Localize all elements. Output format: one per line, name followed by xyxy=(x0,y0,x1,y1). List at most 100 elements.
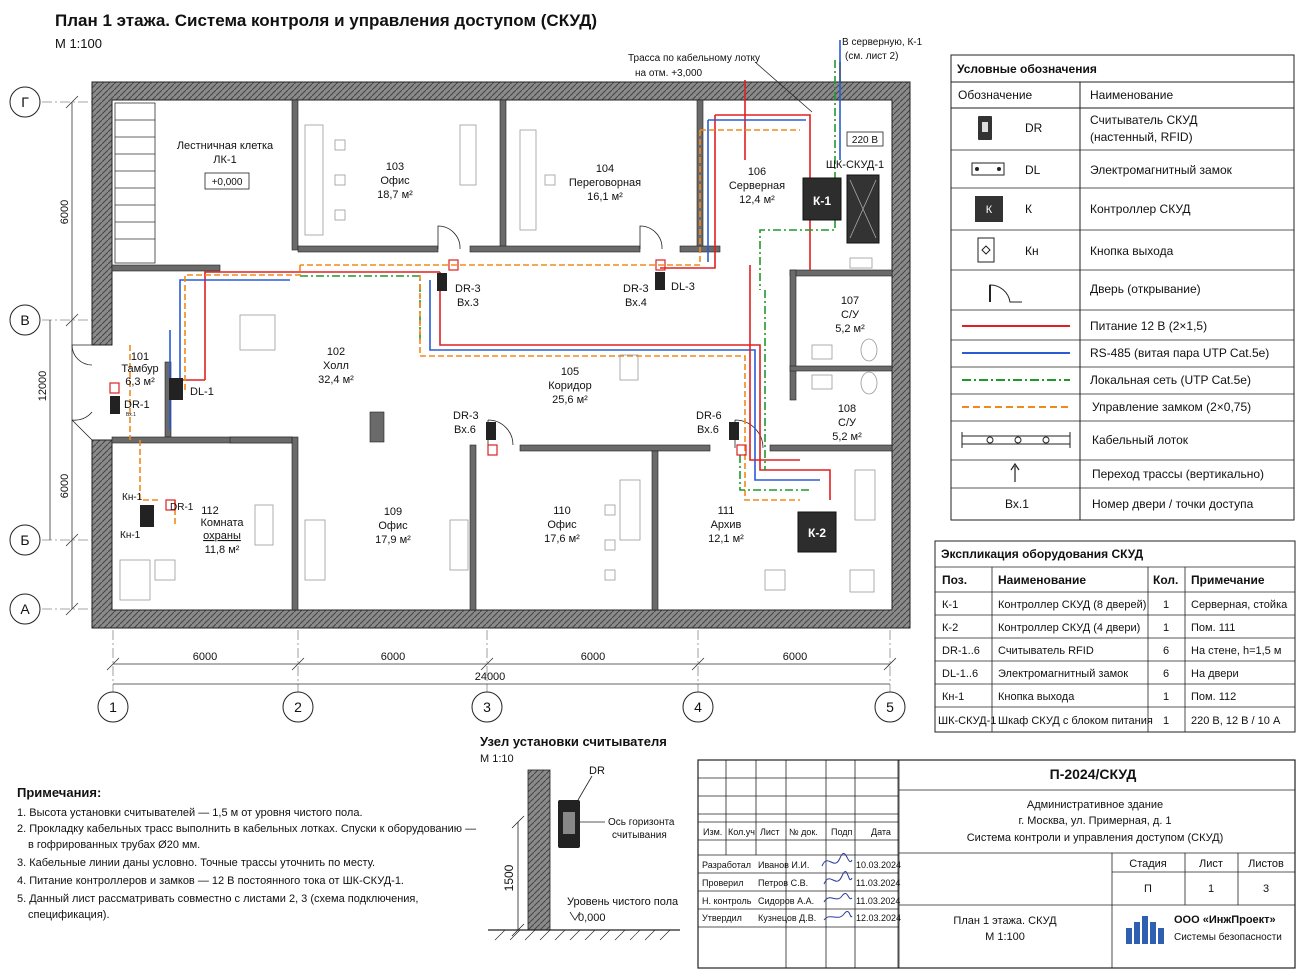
equipment-title: Экспликация оборудования СКУД xyxy=(941,547,1144,561)
axis-label-3: 3 xyxy=(483,699,491,715)
room-104-area: 16,1 м² xyxy=(587,191,623,203)
axis-label-4: 4 xyxy=(694,699,702,715)
legend-name-lockctl: Управление замком (2×0,75) xyxy=(1092,400,1251,414)
cable-tray-icon xyxy=(961,432,1071,448)
eq-r1-pos: К-1 xyxy=(942,599,958,611)
tb-obj1: Административное здание xyxy=(1027,799,1163,811)
tb-col-date: Дата xyxy=(871,827,891,837)
page-scale: М 1:100 xyxy=(55,36,102,51)
legend-name-reader-1: Считыватель СКУД xyxy=(1090,113,1197,127)
label-dl3: DL-3 xyxy=(671,281,695,293)
room-111-area: 12,1 м² xyxy=(708,533,744,545)
detail-height: 1500 xyxy=(502,864,516,891)
room-104-num: 104 xyxy=(596,163,614,175)
tb-obj2: г. Москва, ул. Примерная, д. 1 xyxy=(1018,815,1171,827)
room-108-name: С/У xyxy=(838,417,857,429)
room-109-name: Офис xyxy=(378,520,408,532)
lock-icon xyxy=(971,162,1005,176)
eq-r4-qty: 6 xyxy=(1163,668,1169,680)
vertical-transition-icon xyxy=(1010,462,1020,482)
room-110-num: 110 xyxy=(553,505,571,517)
axis-row-bubbles: Г В Б А xyxy=(9,86,41,625)
equipment-table: Экспликация оборудования СКУД Поз. Наиме… xyxy=(934,540,1296,733)
label-dr3b: DR-3 xyxy=(623,283,649,295)
eq-r2-note: Пом. 111 xyxy=(1191,622,1235,634)
legend-name-lock: Электромагнитный замок xyxy=(1090,163,1233,177)
room-105-name: Коридор xyxy=(548,380,591,392)
room-112-name: Комната xyxy=(200,517,244,529)
tb-col-list: Лист xyxy=(760,827,780,837)
legend-title: Условные обозначения xyxy=(957,62,1097,76)
tb-person-1: Иванов И.И. xyxy=(758,860,809,870)
eq-r3-pos: DR-1..6 xyxy=(942,645,980,657)
detail-floor: Уровень чистого пола xyxy=(567,896,679,908)
callout-tray-1: Трасса по кабельному лотку xyxy=(628,52,760,64)
tb-col-sign: Подп xyxy=(831,827,853,837)
detail-axis-1: Ось горизонта xyxy=(608,817,675,828)
legend-name-rs485: RS-485 (витая пара UTP Cat.5e) xyxy=(1090,346,1269,360)
outer-walls xyxy=(91,81,911,629)
dim-bottom-2: 6000 xyxy=(381,651,405,663)
note-5: 5. Данный лист рассматривать совместно с… xyxy=(17,893,418,905)
notes: Примечания: 1. Высота установки считыват… xyxy=(17,785,476,921)
eq-r2-pos: К-2 xyxy=(942,622,958,634)
legend-name-vertical: Переход трассы (вертикально) xyxy=(1092,467,1264,481)
equipment-h-name: Наименование xyxy=(998,573,1086,587)
label-kn1b: Кн-1 xyxy=(120,530,141,541)
eq-r2-name: Контроллер СКУД (4 двери) xyxy=(998,622,1140,634)
label-kn1a: Кн-1 xyxy=(122,492,143,503)
axis-label-g: Г xyxy=(21,94,29,110)
eq-r4-name: Электромагнитный замок xyxy=(998,668,1128,680)
label-dr1b: DR-1 xyxy=(170,502,194,513)
room-102-name: Холл xyxy=(323,360,349,372)
dim-bottom-3: 6000 xyxy=(581,651,605,663)
controller-icon-label: К xyxy=(986,204,993,216)
title-block: П-2024/СКУД Административное здание г. М… xyxy=(697,759,1296,969)
k1-label: К-1 xyxy=(813,194,831,208)
tb-sheets: 3 xyxy=(1263,883,1269,895)
cabinet-label: ШК-СКУД-1 xyxy=(826,159,884,171)
eq-r5-pos: Кн-1 xyxy=(942,691,964,703)
room-108-area: 5,2 м² xyxy=(832,431,862,443)
tb-sheet-title-1: План 1 этажа. СКУД xyxy=(953,915,1057,927)
tb-sheet-title-2: М 1:100 xyxy=(985,931,1025,943)
tb-obj3: Система контроли и управления доступом (… xyxy=(967,832,1224,844)
lan-line-2 xyxy=(739,455,810,491)
legend-name-power: Питание 12 В (2×1,5) xyxy=(1090,319,1207,333)
eq-r5-note: Пом. 112 xyxy=(1191,691,1236,703)
tb-code: П-2024/СКУД xyxy=(1050,766,1137,782)
note-2b: в гофрированных трубах Ø20 мм. xyxy=(28,839,200,851)
legend-code-vx: Вх.1 xyxy=(1005,497,1029,511)
tb-stage-h: Стадия xyxy=(1129,858,1167,870)
dim-bottom-4: 6000 xyxy=(783,651,807,663)
cabinet-shk: 220 В ШК-СКУД-1 xyxy=(826,131,884,244)
axis-col-bubbles: 1 2 3 4 5 xyxy=(97,691,906,723)
room-105-area: 25,6 м² xyxy=(552,394,588,406)
tb-person-3: Сидоров А.А. xyxy=(758,896,814,906)
furniture xyxy=(119,124,878,601)
callout-tray-2: на отм. +3,000 xyxy=(635,68,703,79)
label-vx6a: Вх.6 xyxy=(454,424,476,436)
tb-role-2: Проверил xyxy=(702,878,743,888)
tb-sheet: 1 xyxy=(1208,883,1214,895)
room-103-area: 18,7 м² xyxy=(377,189,413,201)
note-4: 4. Питание контроллеров и замков — 12 В … xyxy=(17,875,404,887)
legend-table: Условные обозначения Обозначение Наимено… xyxy=(950,54,1295,521)
dim-left-2: 12000 xyxy=(37,371,49,402)
room-102-area: 32,4 м² xyxy=(318,374,354,386)
note-3: 3. Кабельные линии даны условно. Точные … xyxy=(17,857,375,869)
equipment-h-pos: Поз. xyxy=(942,573,967,587)
page-title: План 1 этажа. Система контроля и управле… xyxy=(55,11,597,30)
room-110-area: 17,6 м² xyxy=(544,533,580,545)
dim-bottom-1: 6000 xyxy=(193,651,217,663)
left-dimensions xyxy=(49,95,79,616)
axis-label-a: А xyxy=(20,601,30,617)
label-vx3: Вх.3 xyxy=(457,297,479,309)
detail-dr: DR xyxy=(589,765,605,777)
detail-title: Узел установки считывателя xyxy=(480,734,667,749)
room-111-name: Архив xyxy=(711,519,742,531)
label-dr3a: DR-3 xyxy=(455,283,481,295)
axis-label-v: В xyxy=(20,312,29,328)
detail-zero: 0,000 xyxy=(578,912,606,924)
